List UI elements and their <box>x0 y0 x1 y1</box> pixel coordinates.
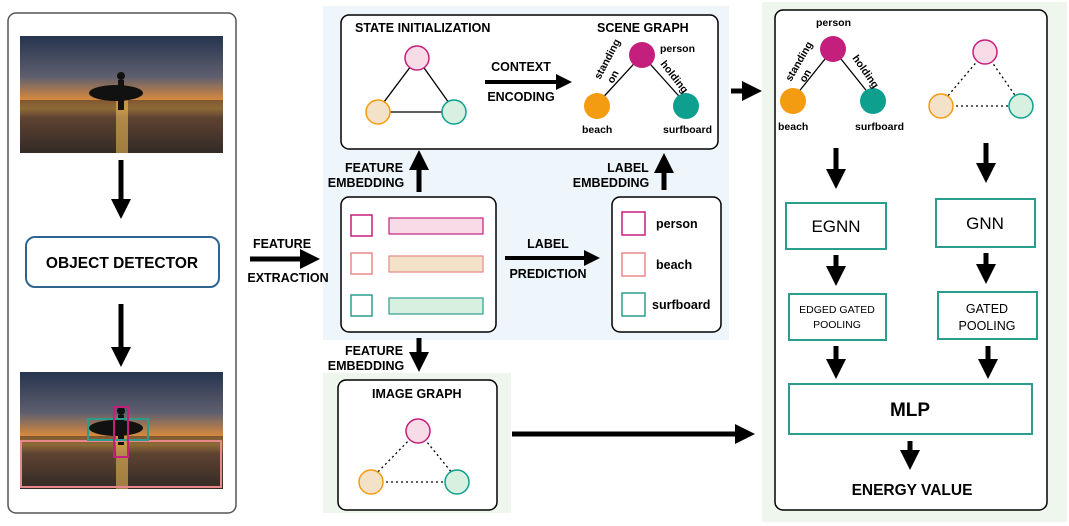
state-init-node-person <box>404 45 430 71</box>
gnn-label: GNN <box>966 214 1004 233</box>
gnn-box <box>935 198 1036 248</box>
detection-photo <box>20 372 223 489</box>
label-square-beach <box>621 252 646 277</box>
image-graph-title: IMAGE GRAPH <box>372 387 462 401</box>
label-square-person <box>621 211 646 236</box>
feature-embedding-top-label-2: EMBEDDING <box>328 176 404 190</box>
state-initialization-title: STATE INITIALIZATION <box>355 21 490 35</box>
gated-pooling-label-2: POOLING <box>959 319 1016 333</box>
feature-square-person <box>350 214 373 237</box>
egnn-label: EGNN <box>811 217 860 236</box>
right-scene-label-person: person <box>816 17 851 29</box>
image-graph <box>358 418 470 495</box>
right-scene-label-beach: beach <box>778 121 808 133</box>
edged-gated-pooling-label-1: EDGED GATED <box>799 304 875 316</box>
feature-square-surfboard <box>350 294 373 317</box>
feature-embedding-top-label-1: FEATURE <box>345 161 403 175</box>
feature-embedding-bottom-label-1: FEATURE <box>345 344 403 358</box>
surfboard-bounding-box <box>87 418 149 441</box>
scene-node-surfboard <box>673 93 699 119</box>
mlp-label: MLP <box>890 400 930 421</box>
right-image-node-person <box>972 39 998 65</box>
context-encoding-label-1: CONTEXT <box>491 60 551 74</box>
image-graph-node-person <box>405 418 431 444</box>
edged-gated-pooling-box <box>788 293 887 341</box>
feature-rows <box>350 214 484 317</box>
feature-bar-beach <box>388 255 484 273</box>
feature-square-beach <box>350 252 373 275</box>
edged-gated-pooling-label-2: POOLING <box>813 319 861 331</box>
right-image-graph <box>928 39 1034 119</box>
scene-label-surfboard: surfboard <box>663 124 712 136</box>
right-scene-node-beach <box>780 88 806 114</box>
scene-node-person <box>629 42 655 68</box>
energy-value-label: ENERGY VALUE <box>852 482 973 499</box>
right-scene-label-surfboard: surfboard <box>855 121 904 133</box>
right-image-node-surfboard <box>1008 93 1034 119</box>
right-scene-graph <box>780 36 886 114</box>
label-item-surfboard: surfboard <box>652 298 710 312</box>
right-scene-node-surfboard <box>860 88 886 114</box>
label-prediction-label-1: LABEL <box>527 237 569 251</box>
scene-label-person: person <box>660 43 695 55</box>
right-scene-edge-on: on <box>797 67 814 84</box>
image-graph-node-surfboard <box>444 469 470 495</box>
feature-extraction-label-2: EXTRACTION <box>247 271 328 285</box>
object-detector-box <box>25 236 220 288</box>
state-init-graph <box>365 45 467 125</box>
gated-pooling-label-1: GATED <box>966 302 1008 316</box>
state-init-node-surfboard <box>441 99 467 125</box>
object-detector-label: OBJECT DETECTOR <box>46 255 198 272</box>
scene-node-beach <box>584 93 610 119</box>
feature-bar-surfboard <box>388 297 484 315</box>
label-embedding-label-1: LABEL <box>607 161 649 175</box>
label-item-beach: beach <box>656 258 692 272</box>
mlp-box <box>788 383 1033 435</box>
feature-embedding-bottom-label-2: EMBEDDING <box>328 359 404 373</box>
label-item-person: person <box>656 217 698 231</box>
gated-pooling-box <box>937 291 1038 340</box>
person-bounding-box <box>113 406 129 458</box>
context-encoding-label-2: ENCODING <box>487 90 554 104</box>
label-prediction-label-2: PREDICTION <box>509 267 586 281</box>
feature-bar-person <box>388 217 484 235</box>
right-image-node-beach <box>928 93 954 119</box>
label-embedding-label-2: EMBEDDING <box>573 176 649 190</box>
state-init-node-beach <box>365 99 391 125</box>
scene-graph-top <box>584 42 699 119</box>
egnn-box <box>785 202 887 250</box>
scene-label-beach: beach <box>582 124 612 136</box>
label-square-surfboard <box>621 292 646 317</box>
scene-edge-on: on <box>605 68 622 85</box>
feature-extraction-label-1: FEATURE <box>253 237 311 251</box>
scene-graph-title: SCENE GRAPH <box>597 21 689 35</box>
image-graph-node-beach <box>358 469 384 495</box>
input-photo <box>20 36 223 153</box>
right-scene-node-person <box>820 36 846 62</box>
